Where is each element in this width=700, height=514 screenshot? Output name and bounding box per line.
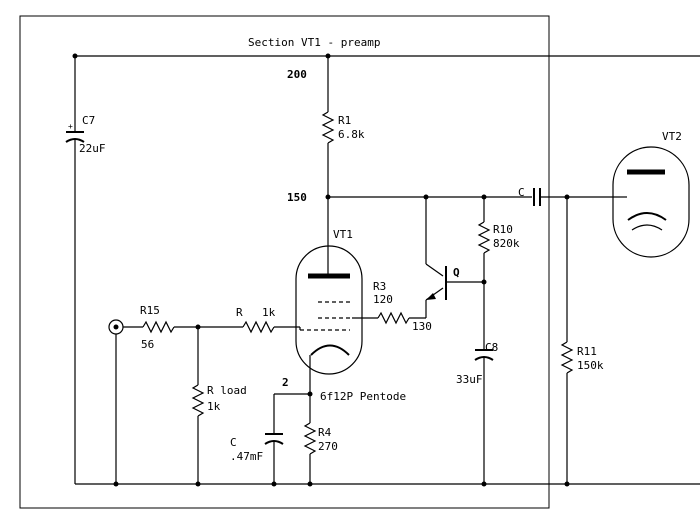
vt2-ref-label: VT2 (662, 130, 682, 143)
svg-text:+: + (68, 122, 73, 131)
c7-ref-label: C7 (82, 114, 95, 127)
c8-ref-label: C8 (485, 341, 498, 354)
resistor-r-load (191, 327, 205, 484)
vt1-type-label: 6f12P Pentode (320, 390, 406, 403)
resistor-r3 (352, 307, 427, 325)
r3-value-label: 120 (373, 293, 393, 306)
r11-value-label: 150k (577, 359, 604, 372)
vt1-ref-label: VT1 (333, 228, 353, 241)
resistor-r11 (560, 197, 574, 484)
r-value-label: 1k (262, 306, 276, 319)
capacitor-c8 (474, 282, 494, 484)
r4-ref-label: R4 (318, 426, 332, 439)
r3-extra-label: 130 (412, 320, 432, 333)
q-ref-label: Q (453, 266, 460, 279)
c7-value-label: 22uF (79, 142, 106, 155)
r-load-ref-label: R load (207, 384, 247, 397)
node-200-label: 200 (287, 68, 307, 81)
node-150-label: 150 (287, 191, 307, 204)
input-jack (108, 319, 124, 484)
resistor-r (242, 320, 301, 334)
r10-ref-label: R10 (493, 223, 513, 236)
tube-vt2 (612, 146, 690, 258)
r1-ref-label: R1 (338, 114, 351, 127)
resistor-r1 (321, 56, 335, 197)
resistor-r15 (123, 320, 243, 334)
section-frame (19, 15, 550, 509)
c-cathode-ref-label: C (230, 436, 237, 449)
capacitor-c-cathode (264, 394, 284, 484)
r-ref-label: R (236, 306, 243, 319)
r4-value-label: 270 (318, 440, 338, 453)
capacitor-c-coupling (533, 188, 620, 206)
transistor-q (425, 197, 484, 307)
resistor-r10 (477, 197, 491, 282)
r15-value-label: 56 (141, 338, 154, 351)
r15-ref-label: R15 (140, 304, 160, 317)
r1-value-label: 6.8k (338, 128, 365, 141)
tube-vt1 (295, 197, 363, 394)
resistor-r4 (303, 394, 317, 484)
capacitor-c7: + (65, 56, 85, 484)
c-coupling-ref-label: C (518, 186, 525, 199)
r3-ref-label: R3 (373, 280, 386, 293)
node-2-label: 2 (282, 376, 289, 389)
r10-value-label: 820k (493, 237, 520, 250)
c-cathode-value-label: .47mF (230, 450, 263, 463)
r-load-value-label: 1k (207, 400, 221, 413)
r11-ref-label: R11 (577, 345, 597, 358)
section-title: Section VT1 - preamp (248, 36, 380, 49)
c8-value-label: 33uF (456, 373, 483, 386)
